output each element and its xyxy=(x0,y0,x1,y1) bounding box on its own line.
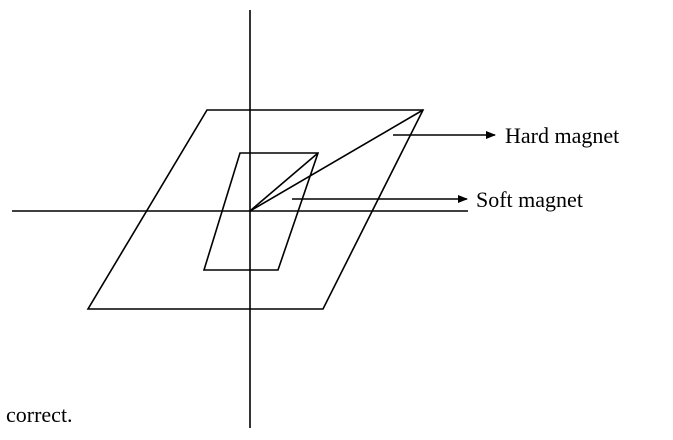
soft-magnet-label: Soft magnet xyxy=(476,187,583,212)
soft-magnet-initial-curve xyxy=(249,152,319,212)
hard-magnet-label: Hard magnet xyxy=(505,123,619,148)
hard-magnet-loop xyxy=(86,109,425,310)
hard-magnet-initial-curve xyxy=(249,109,424,212)
soft-magnet-loop xyxy=(202,152,320,271)
footer-text: correct. xyxy=(6,402,73,427)
